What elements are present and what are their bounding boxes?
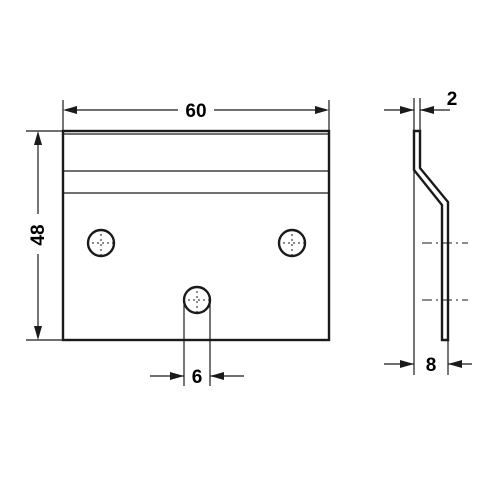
side-view: 2 8 [384,89,472,376]
arrow-head [315,106,329,114]
dimension-thickness-label: 2 [447,89,458,110]
dimension-thickness: 2 [384,89,457,131]
arrow-head [170,372,184,380]
front-view: 60 48 6 [26,98,331,388]
hole-left [86,228,116,258]
dimension-width: 60 [62,98,330,131]
arrow-head [400,106,414,114]
dimension-width-label: 60 [185,101,206,122]
arrow-head [420,106,434,114]
dimension-offset: 8 [384,131,472,376]
arrow-head [400,360,414,368]
hole-right [277,228,307,258]
dimension-hole-label: 6 [192,367,203,388]
arrow-head [63,106,77,114]
hole-bottom [182,285,212,315]
dimension-height-label: 48 [28,224,49,245]
dimension-height: 48 [26,130,63,341]
arrow-head [210,372,224,380]
arrow-head [448,360,462,368]
dimension-hole: 6 [150,300,244,388]
dimension-offset-label: 8 [426,355,437,376]
plate-outline [61,129,331,342]
hole-center-marks [87,229,306,314]
arrow-head [34,326,42,340]
arrow-head [34,131,42,145]
bracket-profile [412,129,450,342]
